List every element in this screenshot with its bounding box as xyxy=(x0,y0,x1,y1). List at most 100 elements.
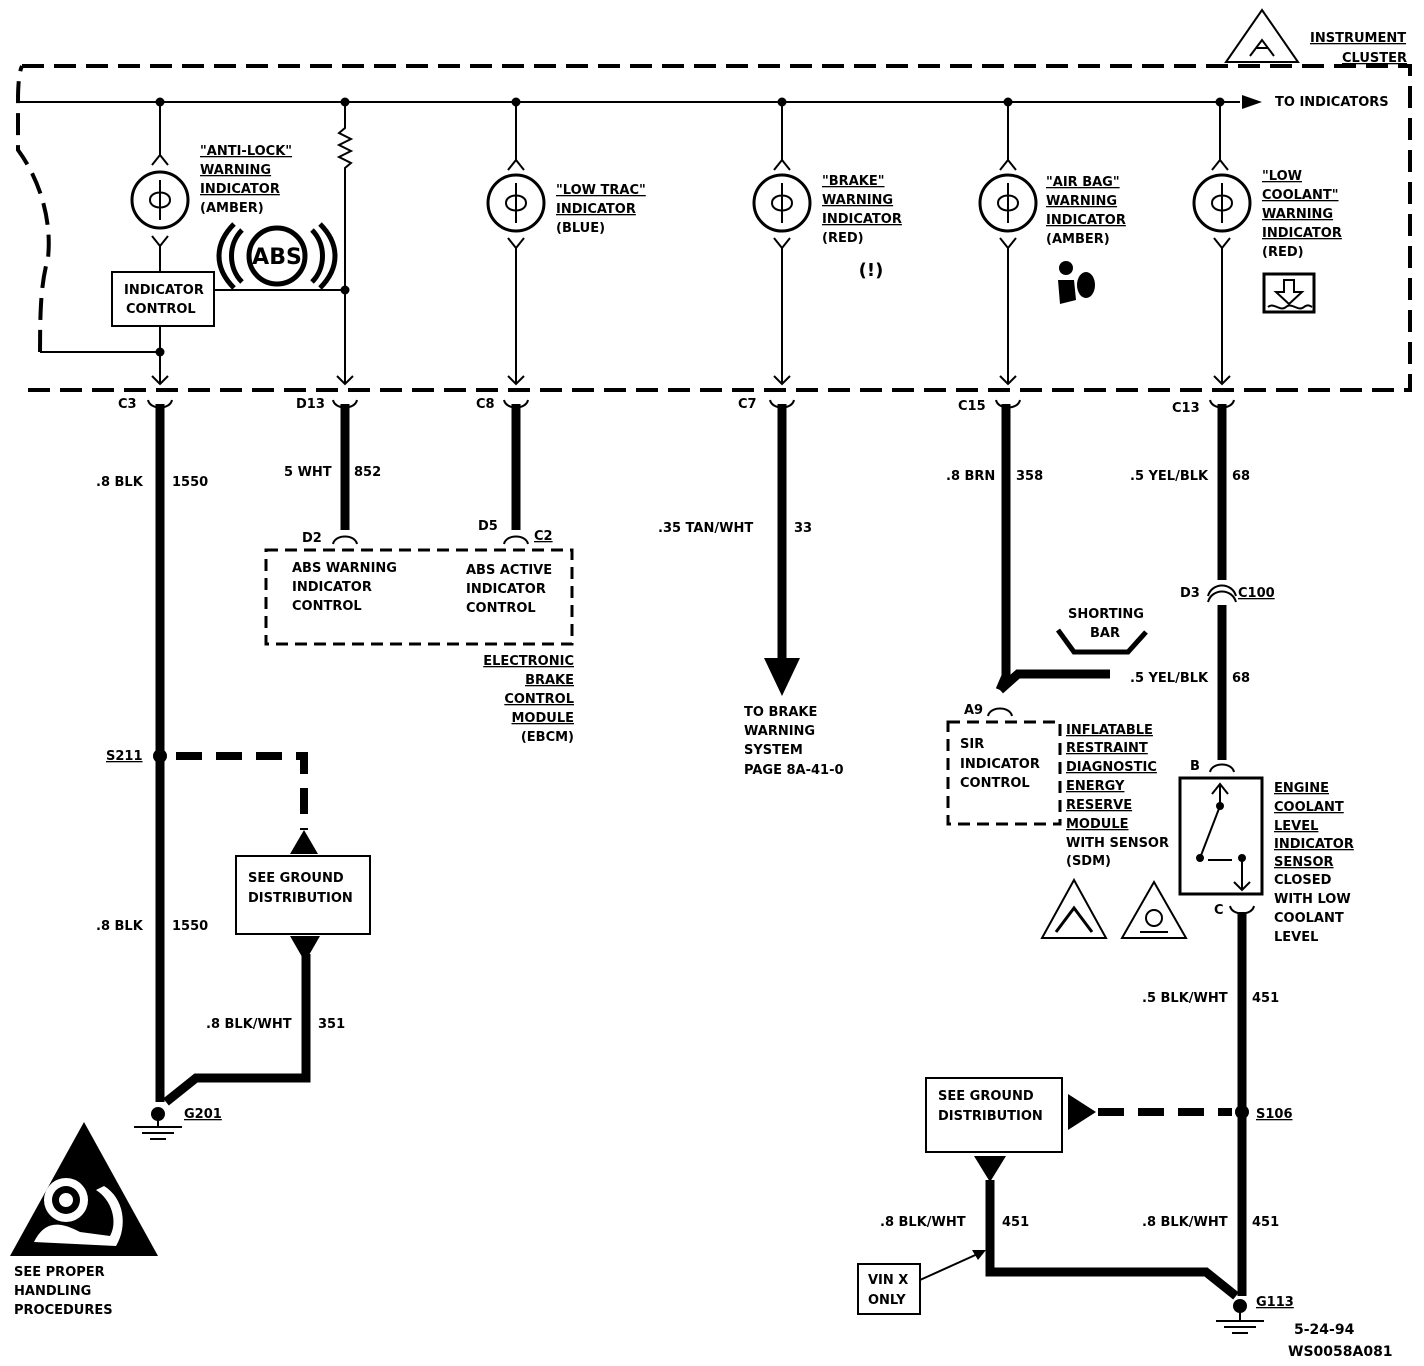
instrument-cluster-title-1: INSTRUMENT xyxy=(1310,31,1406,46)
ebcm-name: ELECTRONIC BRAKE CONTROL MODULE (EBCM) xyxy=(483,654,574,745)
splice-s211-label: S211 xyxy=(106,749,143,764)
wire-d13-circuit: 852 xyxy=(354,465,381,480)
svg-text:(AMBER): (AMBER) xyxy=(200,201,264,216)
airbag-handling-icon-small xyxy=(1120,879,1188,939)
s211-ground-link xyxy=(176,752,308,830)
svg-text:LEVEL: LEVEL xyxy=(1274,819,1318,834)
bus-arrow xyxy=(1242,95,1262,109)
ebcm-abs-active-label: ABS ACTIVE INDICATOR CONTROL xyxy=(466,563,552,616)
connector-c: C xyxy=(1214,903,1224,918)
svg-text:INDICATOR: INDICATOR xyxy=(556,202,636,217)
wire-sensor-label: .5 BLK/WHT xyxy=(1142,991,1228,1006)
ebcm-abs-warning-label: ABS WARNING INDICATOR CONTROL xyxy=(292,561,397,614)
brake-warning-icon: (!) xyxy=(859,260,884,281)
ebcm-box xyxy=(264,548,574,646)
ground-dist-arrow-up xyxy=(290,830,318,854)
ground-g201-label: G201 xyxy=(184,1107,222,1122)
wire-c3-label: .8 BLK xyxy=(96,475,144,490)
svg-text:ENERGY: ENERGY xyxy=(1066,779,1125,794)
wire-vin-label: .8 BLK/WHT xyxy=(880,1215,966,1230)
abs-icon: ABS xyxy=(216,222,338,290)
ground-dist-arrow-down-2 xyxy=(974,1156,1006,1182)
bulb-anti-lock xyxy=(130,102,190,272)
label-low-coolant: "LOW COOLANT" WARNING INDICATOR (RED) xyxy=(1262,169,1342,260)
svg-text:WARNING: WARNING xyxy=(744,724,815,739)
svg-text:INDICATOR: INDICATOR xyxy=(822,212,902,227)
svg-text:WARNING: WARNING xyxy=(1262,207,1333,222)
svg-text:SEE GROUND: SEE GROUND xyxy=(248,871,344,886)
svg-text:"LOW TRAC": "LOW TRAC" xyxy=(556,183,646,198)
wire-c15-circuit: 358 xyxy=(1016,469,1043,484)
connector-c2: C2 xyxy=(534,529,553,544)
wire-c100-label: .5 YEL/BLK xyxy=(1130,671,1209,686)
svg-text:"LOW: "LOW xyxy=(1262,169,1302,184)
svg-text:WARNING: WARNING xyxy=(200,163,271,178)
ground-dist-arrow-down xyxy=(290,936,320,962)
splice-s106-label: S106 xyxy=(1256,1107,1293,1122)
svg-text:MODULE: MODULE xyxy=(1066,817,1129,832)
svg-text:WARNING: WARNING xyxy=(1046,194,1117,209)
svg-text:(EBCM): (EBCM) xyxy=(521,730,574,745)
connector-d3: D3 xyxy=(1180,586,1200,601)
wire-c100-circuit: 68 xyxy=(1232,671,1250,686)
sensor-label: ENGINE COOLANT LEVEL INDICATOR SENSOR CL… xyxy=(1274,781,1354,945)
svg-text:CONTROL: CONTROL xyxy=(466,601,536,616)
svg-text:CLOSED: CLOSED xyxy=(1274,873,1332,888)
resistor xyxy=(336,102,354,384)
svg-text:COOLANT: COOLANT xyxy=(1274,800,1344,815)
airbag-handling-warning-icon xyxy=(10,1122,158,1256)
svg-text:INDICATOR: INDICATOR xyxy=(292,580,372,595)
svg-text:WARNING: WARNING xyxy=(822,193,893,208)
ground-g113-label: G113 xyxy=(1256,1295,1294,1310)
svg-text:COOLANT: COOLANT xyxy=(1274,911,1344,926)
vin-note-leader xyxy=(919,1251,983,1281)
connector-b: B xyxy=(1190,759,1200,774)
svg-text:PAGE 8A-41-0: PAGE 8A-41-0 xyxy=(744,763,844,778)
svg-text:(RED): (RED) xyxy=(822,231,864,246)
shorting-bar: SHORTING BAR xyxy=(997,607,1148,694)
bulb-brake xyxy=(752,102,812,384)
handling-procedures-label: SEE PROPER HANDLING PROCEDURES xyxy=(14,1265,113,1318)
brake-system-arrow xyxy=(764,658,800,696)
svg-text:INDICATOR: INDICATOR xyxy=(1274,837,1354,852)
svg-text:ELECTRONIC: ELECTRONIC xyxy=(483,654,574,669)
svg-text:CONTROL: CONTROL xyxy=(126,302,196,317)
ground-g201 xyxy=(134,1107,182,1140)
connector-c15: C15 xyxy=(958,399,986,414)
svg-text:INDICATOR: INDICATOR xyxy=(466,582,546,597)
splice-s211-dot xyxy=(153,749,167,763)
svg-text:WITH SENSOR: WITH SENSOR xyxy=(1066,836,1169,851)
ground-dist-arrow-left xyxy=(1068,1094,1096,1130)
connector-a9: A9 xyxy=(964,703,983,718)
esd-warning-icon-sdm xyxy=(1040,877,1108,939)
svg-text:"BRAKE": "BRAKE" xyxy=(822,174,884,189)
svg-text:"AIR BAG": "AIR BAG" xyxy=(1046,175,1120,190)
svg-text:INDICATOR: INDICATOR xyxy=(124,283,204,298)
air-bag-icon xyxy=(1058,261,1095,304)
bulb-air-bag xyxy=(978,102,1038,384)
sensor-connector-b xyxy=(1209,763,1235,773)
sensor-connector-c xyxy=(1229,905,1255,915)
svg-text:BAR: BAR xyxy=(1090,626,1120,641)
coolant-level-sensor xyxy=(1178,776,1264,896)
see-ground-distribution-box-1: SEE GROUND DISTRIBUTION xyxy=(235,855,371,935)
svg-text:SIR: SIR xyxy=(960,737,984,752)
svg-text:SEE PROPER: SEE PROPER xyxy=(14,1265,105,1280)
wire-c13-circuit: 68 xyxy=(1232,469,1250,484)
svg-text:BRAKE: BRAKE xyxy=(525,673,574,688)
svg-text:ONLY: ONLY xyxy=(868,1293,906,1308)
svg-text:(!): (!) xyxy=(859,260,884,281)
sdm-name: INFLATABLE RESTRAINT DIAGNOSTIC ENERGY R… xyxy=(1066,723,1169,869)
svg-text:VIN X: VIN X xyxy=(868,1273,908,1288)
indicator-control-box: INDICATOR CONTROL xyxy=(111,271,215,327)
svg-text:DIAGNOSTIC: DIAGNOSTIC xyxy=(1066,760,1157,775)
wire-351-circuit: 351 xyxy=(318,1017,345,1032)
wire-vin-circuit: 451 xyxy=(1002,1215,1029,1230)
svg-text:HANDLING: HANDLING xyxy=(14,1284,91,1299)
instrument-cluster-boundary xyxy=(16,64,1412,392)
coolant-icon xyxy=(1262,272,1316,314)
diagram-date: 5-24-94 xyxy=(1294,1322,1355,1338)
wire-g113-label: .8 BLK/WHT xyxy=(1142,1215,1228,1230)
svg-text:MODULE: MODULE xyxy=(512,711,575,726)
